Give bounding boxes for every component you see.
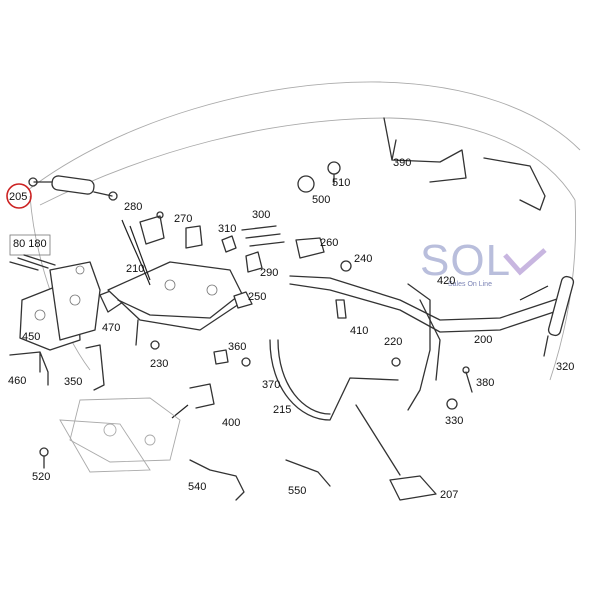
label-320: 320	[556, 361, 574, 373]
bracket-390	[383, 117, 546, 211]
sol-logo: SOL Sales On Line	[420, 236, 547, 288]
label-350: 350	[64, 376, 82, 388]
cross-bar	[289, 275, 561, 333]
part-290	[245, 251, 263, 273]
label-207: 207	[440, 489, 458, 501]
part-220	[391, 357, 401, 367]
label-400: 400	[222, 417, 240, 429]
label-310: 310	[218, 223, 236, 235]
lower-hinge-ghost	[59, 397, 181, 473]
part-360	[213, 349, 229, 365]
bolt-380	[462, 366, 473, 393]
label-240: 240	[354, 253, 372, 265]
part-260	[295, 237, 325, 259]
label-220: 220	[384, 336, 402, 348]
label-520: 520	[32, 471, 50, 483]
gas-strut-320	[543, 275, 575, 357]
label-540: 540	[188, 481, 206, 493]
part-300	[241, 225, 285, 247]
bracket-460	[9, 351, 49, 386]
part-250	[233, 291, 253, 309]
highlight-circle-205	[6, 183, 32, 209]
nut-330	[446, 398, 458, 410]
latch-207	[389, 475, 437, 501]
logo-sub-text: Sales On Line	[448, 281, 492, 288]
label-450: 450	[22, 331, 40, 343]
rod-215	[269, 339, 401, 476]
label-230: 230	[150, 358, 168, 370]
label-330: 330	[445, 415, 463, 427]
label-80-180: 80 180	[13, 238, 47, 250]
label-270: 270	[174, 213, 192, 225]
part-370	[241, 357, 251, 367]
label-550: 550	[288, 485, 306, 497]
part-240	[340, 260, 352, 272]
gas-strut-205	[28, 175, 118, 201]
label-360: 360	[228, 341, 246, 353]
label-205: 205	[9, 191, 27, 203]
label-410: 410	[350, 325, 368, 337]
bolt-set-80-180	[9, 234, 56, 271]
label-250: 250	[248, 291, 266, 303]
left-hinge-450	[19, 261, 101, 351]
label-460: 460	[8, 375, 26, 387]
part-270	[185, 225, 203, 249]
part-540	[189, 459, 245, 501]
label-215: 215	[273, 404, 291, 416]
label-210: 210	[126, 263, 144, 275]
label-260: 260	[320, 237, 338, 249]
label-280: 280	[124, 201, 142, 213]
hinge-420	[407, 283, 441, 411]
part-500	[297, 175, 315, 193]
label-370: 370	[262, 379, 280, 391]
logo-main-text: SOL	[420, 236, 511, 285]
label-380: 380	[476, 377, 494, 389]
logo-swoosh	[503, 248, 547, 276]
label-500: 500	[312, 194, 330, 206]
part-230	[150, 340, 160, 350]
label-200: 200	[474, 334, 492, 346]
part-310	[221, 235, 237, 253]
callout-labels: 205 80 180 280 270 300 310 210 290 250 2…	[8, 157, 574, 501]
bolt-520	[39, 447, 49, 469]
part-550	[285, 459, 331, 487]
leader-arrows	[129, 225, 549, 301]
car-body-outline	[27, 81, 581, 381]
part-510	[327, 161, 341, 185]
bracket-410	[335, 299, 347, 319]
label-300: 300	[252, 209, 270, 221]
part-400	[171, 383, 215, 419]
label-390: 390	[393, 157, 411, 169]
label-510: 510	[332, 177, 350, 189]
label-290: 290	[260, 267, 278, 279]
label-470: 470	[102, 322, 120, 334]
bracket-350	[85, 344, 105, 391]
label-420: 420	[437, 275, 455, 287]
hinge-arm-280	[121, 211, 165, 286]
